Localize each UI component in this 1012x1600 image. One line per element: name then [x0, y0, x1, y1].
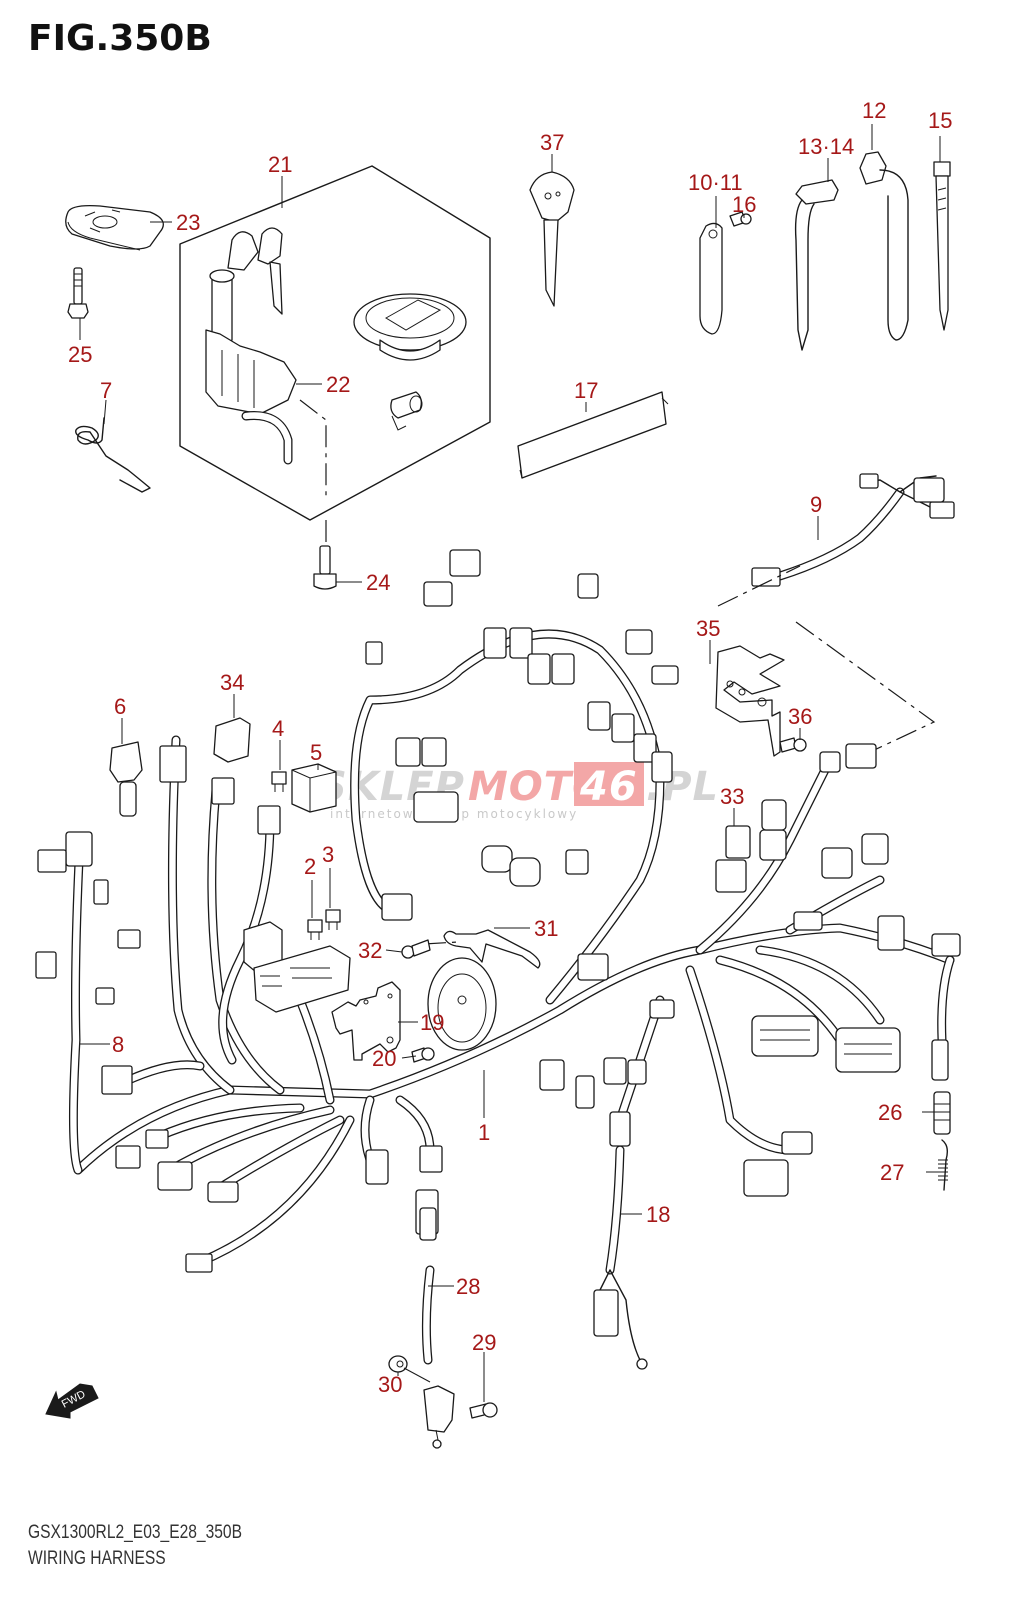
- forward-arrow-icon: FWD: [45, 1383, 99, 1419]
- part-15-cable-tie[interactable]: [933, 161, 951, 331]
- part-2-fuse[interactable]: [307, 919, 323, 940]
- part-1-main-harness[interactable]: [35, 549, 961, 1273]
- part-12-band[interactable]: [859, 151, 909, 341]
- part-4-fuse[interactable]: [271, 771, 287, 792]
- part-28-sensor-lead[interactable]: [419, 1207, 437, 1365]
- callout-31[interactable]: 31: [534, 916, 558, 941]
- callout-23[interactable]: 23: [176, 210, 200, 235]
- callout-18[interactable]: 18: [646, 1202, 670, 1227]
- part-31-horn[interactable]: [427, 929, 541, 1051]
- leader-dashed-9: [717, 565, 801, 607]
- part-9-sub-harness[interactable]: [751, 473, 955, 587]
- fuse-box: [243, 921, 351, 1013]
- callout-21[interactable]: 21: [268, 152, 292, 177]
- callout-36[interactable]: 36: [788, 704, 812, 729]
- callout-32[interactable]: 32: [358, 938, 382, 963]
- callout-33[interactable]: 33: [720, 784, 744, 809]
- callout-28[interactable]: 28: [456, 1274, 480, 1299]
- callout-26[interactable]: 26: [878, 1100, 902, 1125]
- callout-7[interactable]: 7: [100, 378, 112, 403]
- callout-labels: 1 2 3 4 5 6 7 8 9 10·11 12 13·14 15 16 1…: [68, 98, 952, 1397]
- part-21-key-set-box[interactable]: [179, 165, 491, 521]
- callout-10-11[interactable]: 10·11: [688, 170, 743, 195]
- part-26-switch[interactable]: [933, 1091, 951, 1135]
- callout-35[interactable]: 35: [696, 616, 720, 641]
- leader-dashed-22: [299, 399, 327, 496]
- part-27-spring[interactable]: [938, 1139, 949, 1191]
- callout-22[interactable]: 22: [326, 372, 350, 397]
- callout-25[interactable]: 25: [68, 342, 92, 367]
- watermark-text-badge: 46: [579, 764, 638, 810]
- part-7-spring[interactable]: [75, 417, 151, 493]
- callout-17[interactable]: 17: [574, 378, 598, 403]
- callout-4[interactable]: 4: [272, 716, 284, 741]
- callout-19[interactable]: 19: [420, 1010, 444, 1035]
- part-22-ignition-switch[interactable]: [205, 227, 297, 465]
- callout-16[interactable]: 16: [732, 192, 756, 217]
- part-30-washer[interactable]: [388, 1355, 408, 1373]
- callout-9[interactable]: 9: [810, 492, 822, 517]
- model-code: GSX1300RL2_E03_E28_350B: [28, 1522, 242, 1543]
- part-33-connector[interactable]: [725, 825, 751, 859]
- part-10-11-clamp[interactable]: [699, 222, 723, 335]
- leader-lines: [79, 124, 941, 1402]
- callout-5[interactable]: 5: [310, 740, 322, 765]
- callout-15[interactable]: 15: [928, 108, 952, 133]
- callout-29[interactable]: 29: [472, 1330, 496, 1355]
- part-20-bolt[interactable]: [411, 1047, 435, 1063]
- part-23-cover[interactable]: [65, 204, 164, 251]
- section-name: WIRING HARNESS: [28, 1548, 166, 1569]
- callout-24[interactable]: 24: [366, 570, 390, 595]
- callout-34[interactable]: 34: [220, 670, 244, 695]
- leader-7: [103, 399, 107, 425]
- figure-title: FIG.350B: [28, 18, 212, 59]
- callout-1[interactable]: 1: [478, 1120, 490, 1145]
- part-25-bolt[interactable]: [67, 267, 89, 319]
- watermark: SKLEP MOTO 46 .PL internetowy sklep moto…: [318, 762, 718, 821]
- leader-dashed-35: [795, 621, 936, 753]
- part-29-bolt[interactable]: [469, 1402, 498, 1419]
- part-24-bolt[interactable]: [313, 545, 337, 590]
- callout-13-14[interactable]: 13·14: [798, 134, 854, 159]
- callout-8[interactable]: 8: [112, 1032, 124, 1057]
- leader-dashed-32: [423, 941, 459, 945]
- callout-6[interactable]: 6: [114, 694, 126, 719]
- callout-20[interactable]: 20: [372, 1046, 396, 1071]
- callout-12[interactable]: 12: [862, 98, 886, 123]
- part-34-relay[interactable]: [213, 717, 251, 763]
- part-19-bracket[interactable]: [331, 981, 401, 1061]
- leader-32: [385, 949, 403, 953]
- part-37-key-blank[interactable]: [529, 171, 575, 307]
- callout-2[interactable]: 2: [304, 854, 316, 879]
- part-3-fuse[interactable]: [325, 909, 341, 930]
- seat-lock: [390, 391, 423, 431]
- part-5-relay[interactable]: [291, 763, 337, 813]
- watermark-badge: [574, 762, 644, 806]
- callout-30[interactable]: 30: [378, 1372, 402, 1397]
- part-35-bracket[interactable]: [715, 645, 785, 757]
- callout-37[interactable]: 37: [540, 130, 564, 155]
- fuel-cap: [353, 293, 467, 361]
- part-18-sub-harness[interactable]: [593, 1111, 648, 1370]
- part-17-tape[interactable]: [517, 391, 669, 479]
- leader-20: [401, 1055, 417, 1059]
- side-stand-switch: [423, 1385, 455, 1449]
- callout-27[interactable]: 27: [880, 1160, 904, 1185]
- part-6-connector-cover[interactable]: [109, 741, 143, 817]
- leader-30-sensor: [403, 1367, 431, 1383]
- part-36-bolt[interactable]: [779, 737, 807, 753]
- callout-3[interactable]: 3: [322, 842, 334, 867]
- part-13-14-band[interactable]: [794, 179, 839, 351]
- part-32-bolt[interactable]: [401, 939, 431, 959]
